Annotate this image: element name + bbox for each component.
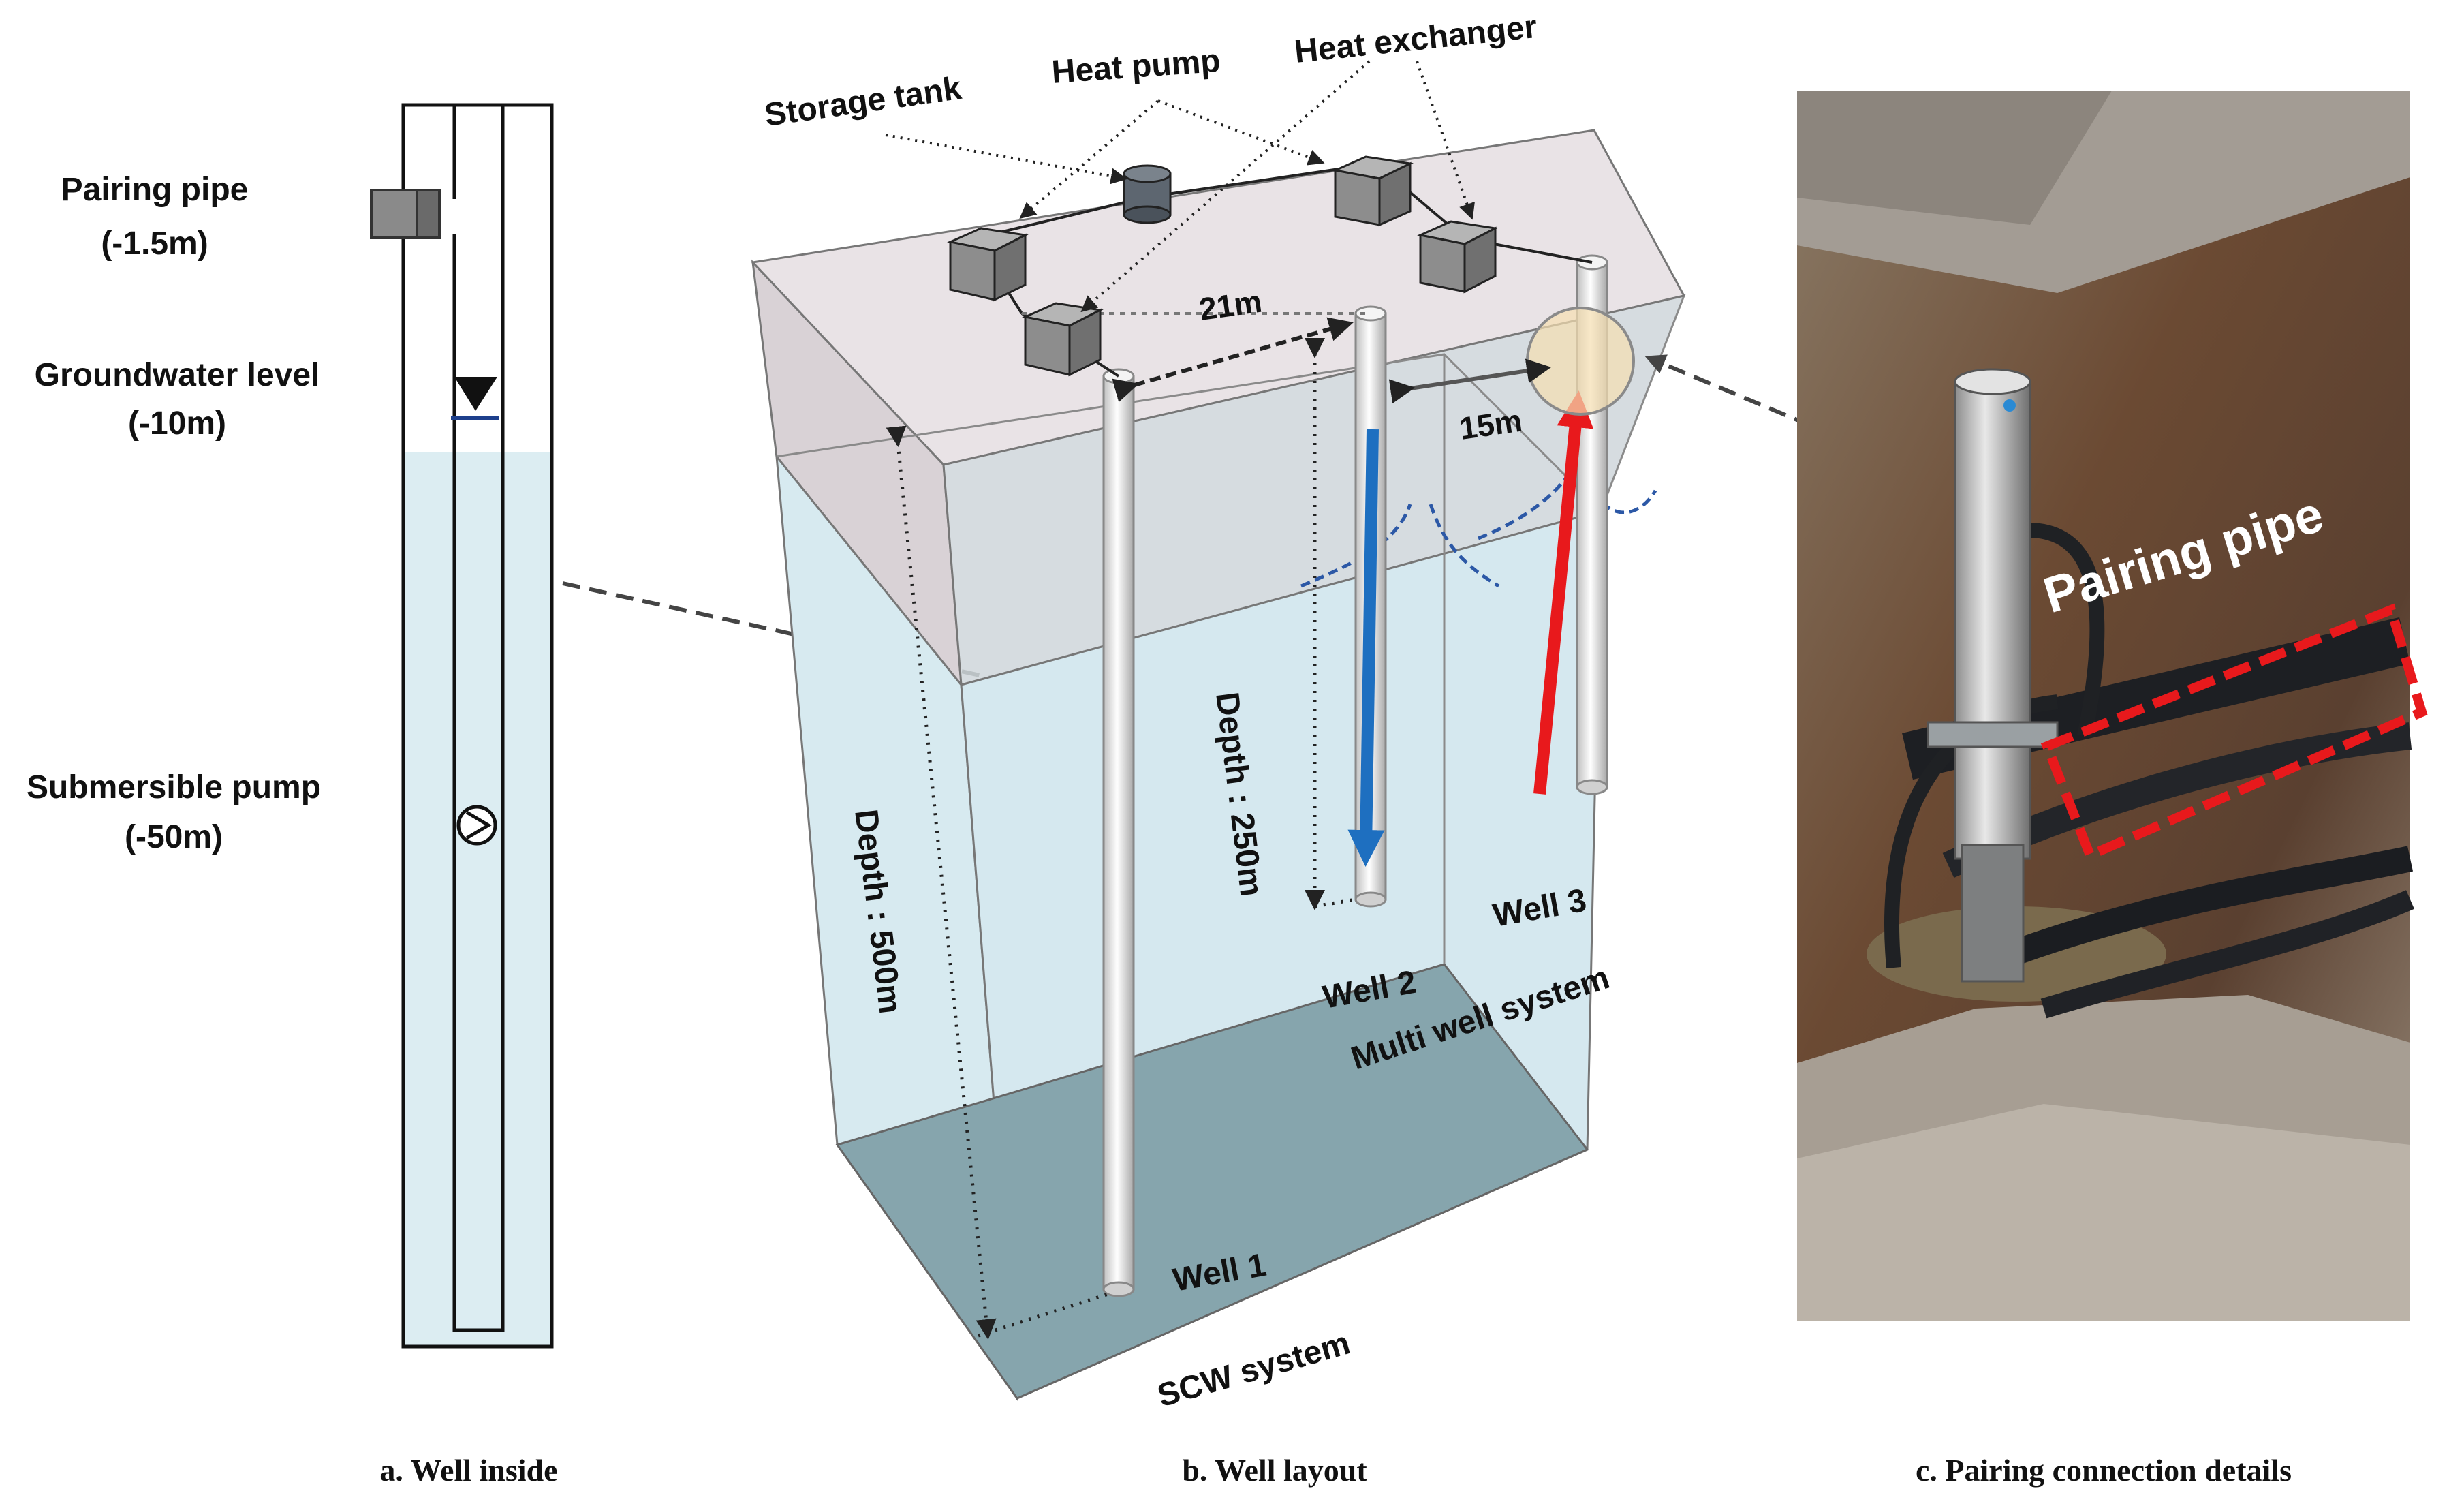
hot-flow-arrow <box>1533 390 1594 795</box>
caption-c: c. Pairing connection details <box>1916 1453 2292 1488</box>
well2-pipe <box>1347 305 1387 908</box>
cold-flow-arrow <box>1347 429 1385 867</box>
panel-c-photo: Pairing pipe c. Pairing connection detai… <box>1797 91 2428 1488</box>
dimension-lines <box>886 317 1552 1340</box>
label-groundwater: Groundwater level <box>35 357 320 393</box>
well-casing-outer <box>401 103 554 1349</box>
pairing-highlight-circle <box>1526 307 1635 416</box>
heat-exchanger-box-3 <box>1417 220 1499 294</box>
water-level-icon <box>454 377 497 411</box>
label-pairing-pipe: Pairing pipe <box>61 172 249 208</box>
label-heat-pump: Heat pump <box>1050 43 1221 91</box>
label-pump-depth: (-50m) <box>125 819 223 855</box>
heat-exchanger-box-1 <box>947 227 1029 302</box>
well-water <box>403 452 552 1347</box>
label-pairing-depth: (-1.5m) <box>101 226 208 262</box>
black-pipe-3 <box>1970 846 2414 980</box>
black-pipe-4 <box>2040 890 2414 1019</box>
leader-lines <box>885 60 1475 313</box>
panel-b-well-layout: Storage tank Heat pump Heat exchanger 21… <box>750 9 1686 1488</box>
label-15m: 15m <box>1457 403 1524 446</box>
caption-a: a. Well inside <box>379 1453 557 1488</box>
label-storage-tank: Storage tank <box>762 70 964 134</box>
drawdown-curve-well3 <box>1478 476 1657 540</box>
submersible-pump-icon <box>456 805 497 846</box>
label-submersible-pump: Submersible pump <box>27 769 321 805</box>
caption-b: b. Well layout <box>1182 1453 1367 1488</box>
pairing-pipe-highlight-box <box>2040 603 2428 862</box>
label-scw-system: SCW system <box>1153 1325 1354 1414</box>
heat-pump-box <box>1331 155 1414 227</box>
inner-pipe <box>452 105 505 1332</box>
steel-well-head <box>1954 380 2031 860</box>
heat-exchanger-box-2 <box>1022 302 1104 377</box>
panel-a-well-inside: Pairing pipe (-1.5m) Groundwater level (… <box>27 103 558 1488</box>
label-groundwater-depth: (-10m) <box>128 405 226 442</box>
label-21m: 21m <box>1197 283 1264 327</box>
well1-pipe <box>1102 368 1135 1297</box>
label-heat-exchanger: Heat exchanger <box>1293 9 1539 70</box>
storage-tank <box>1123 164 1172 224</box>
